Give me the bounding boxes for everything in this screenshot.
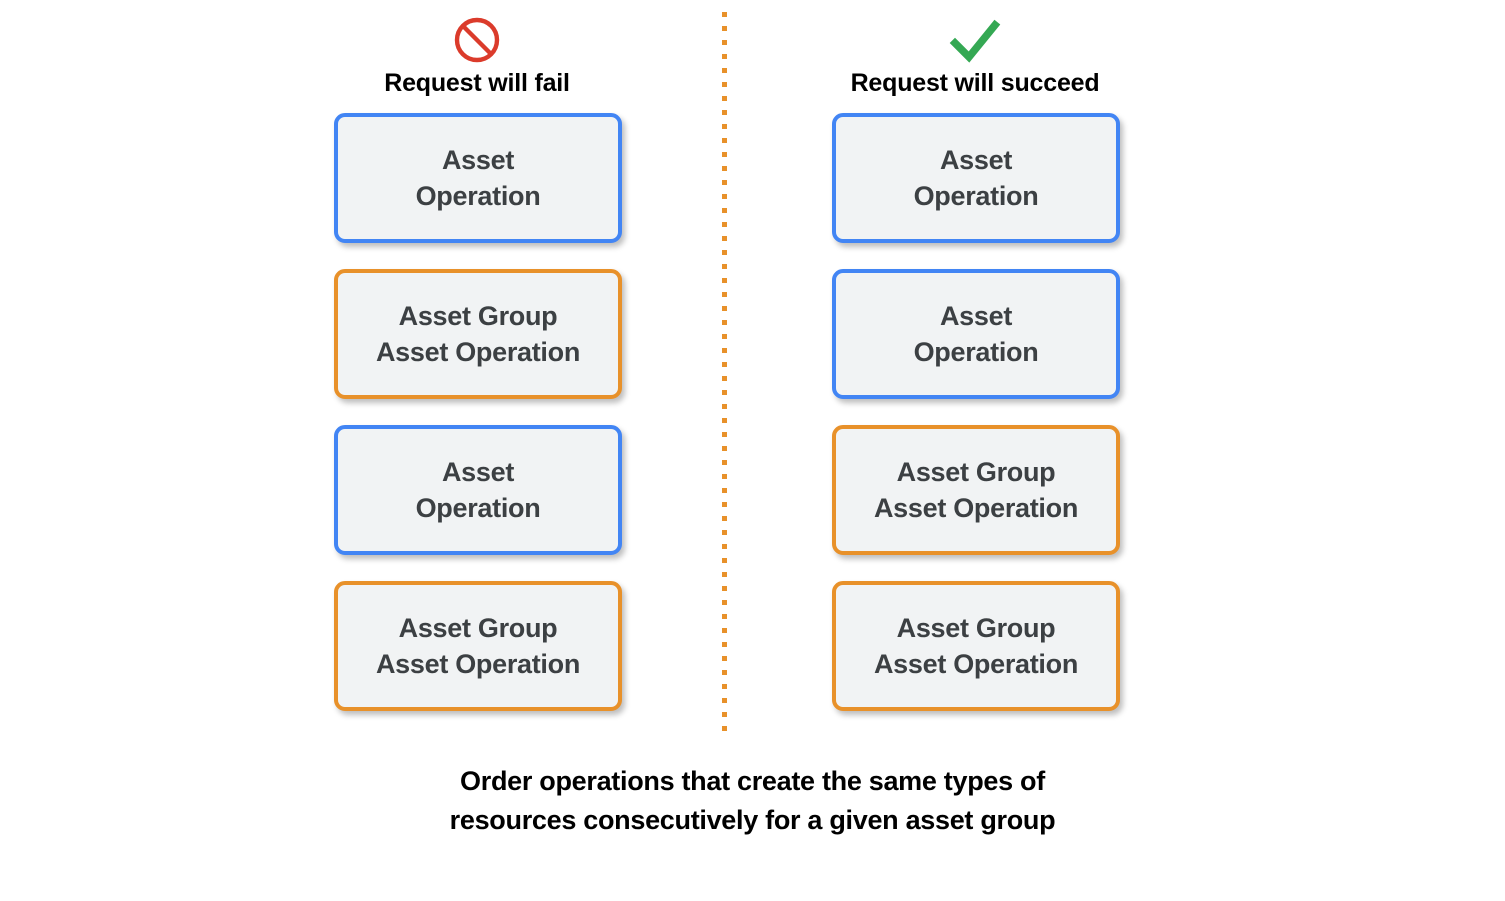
succeed-card-stack: Asset Operation Asset Operation Asset Gr… (832, 113, 1120, 711)
fail-card-stack: Asset Operation Asset Group Asset Operat… (334, 113, 622, 711)
diagram-caption: Order operations that create the same ty… (449, 766, 1056, 835)
card-asset-group-asset-operation[interactable]: Asset Group Asset Operation (334, 269, 622, 399)
card-asset-group-asset-operation[interactable]: Asset Group Asset Operation (832, 425, 1120, 555)
card-label: Asset Group Asset Operation (873, 613, 1079, 679)
card-label: Asset Operation (415, 457, 541, 523)
card-label: Asset Operation (913, 301, 1039, 367)
prohibited-icon (312, 14, 642, 66)
card-label: Asset Group Asset Operation (375, 613, 581, 679)
fail-column-header: Request will fail (312, 14, 642, 98)
card-asset-group-asset-operation[interactable]: Asset Group Asset Operation (334, 581, 622, 711)
card-label: Asset Group Asset Operation (873, 457, 1079, 523)
column-divider (722, 12, 727, 735)
card-asset-operation[interactable]: Asset Operation (334, 425, 622, 555)
card-asset-operation[interactable]: Asset Operation (832, 269, 1120, 399)
check-icon (810, 14, 1140, 66)
succeed-column-header: Request will succeed (810, 14, 1140, 98)
card-label: Asset Operation (415, 145, 541, 211)
card-asset-group-asset-operation[interactable]: Asset Group Asset Operation (832, 581, 1120, 711)
card-label: Asset Operation (913, 145, 1039, 211)
card-asset-operation[interactable]: Asset Operation (334, 113, 622, 243)
card-asset-operation[interactable]: Asset Operation (832, 113, 1120, 243)
fail-column-title: Request will fail (384, 69, 570, 97)
card-label: Asset Group Asset Operation (375, 301, 581, 367)
succeed-column-title: Request will succeed (850, 69, 1100, 97)
